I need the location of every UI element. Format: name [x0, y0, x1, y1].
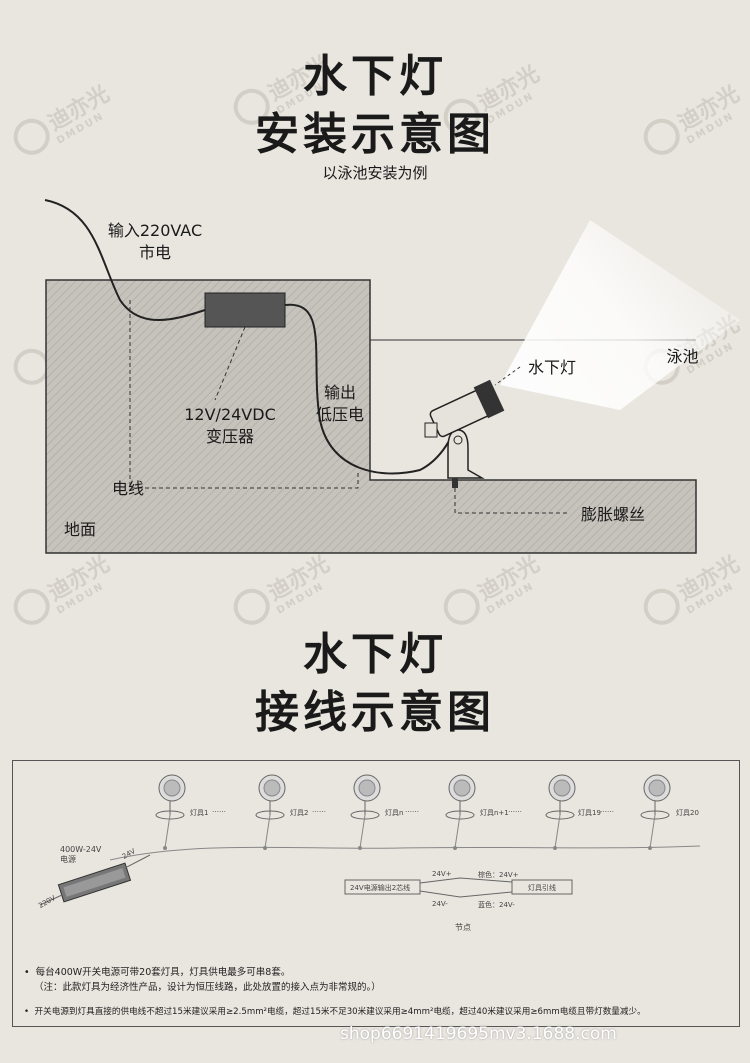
lamp-label: 水下灯 [527, 358, 576, 377]
ground-block [45, 279, 697, 554]
wire-label: 电线 [111, 479, 144, 498]
light-beam [500, 220, 740, 410]
node-caption: 节点 [455, 923, 471, 932]
wiring-title-line2: 接线示意图 [255, 687, 495, 738]
install-title-line2: 安装示意图 [255, 109, 495, 160]
lamp-dots-2: …… [312, 806, 326, 814]
bolt-label: 膨胀螺丝 [580, 505, 645, 524]
install-subtitle: 以泳池安装为例 [322, 164, 428, 182]
lamp-figure [424, 379, 505, 488]
lamp-dots-19: …… [600, 806, 614, 814]
node-brown: 棕色：24V+ [478, 871, 519, 879]
bolt-pointer [454, 488, 570, 514]
node-blue: 蓝色：24V- [478, 901, 515, 909]
note-2: • 开关电源到灯具直接的供电线不超过15米建议采用≥2.5mm²电缆，超过15米… [24, 1007, 646, 1017]
transformer-pointer [214, 326, 246, 401]
lamp-label-2: 灯具2 [290, 809, 309, 817]
node-plus: 24V+ [432, 870, 452, 878]
lamp-label-19: 灯具19 [578, 809, 601, 817]
install-diagram [44, 199, 740, 554]
lamp-dots-n1: …… [508, 806, 522, 814]
pool-label: 泳池 [666, 347, 699, 366]
lamp-label-20: 灯具20 [676, 809, 699, 817]
wiring-title-line1: 水下灯 [303, 629, 447, 680]
output-label: 输出低压电 [315, 383, 364, 424]
lamp-label-1: 灯具1 [190, 809, 209, 817]
install-title-line1: 水下灯 [303, 51, 447, 102]
lamp-pointer [494, 366, 521, 386]
output-cable [284, 303, 456, 475]
node-right-label: 灯具引线 [528, 884, 556, 892]
footer-url: shop6691419695mv3.1688.com [340, 1024, 617, 1044]
lamp-dots-1: …… [212, 806, 226, 814]
note-1b: （注：此款灯具为经济性产品，设计为恒压线路，此处放置的接入点为非常规的。） [34, 982, 381, 993]
node-left-label: 24V电源输出2芯线 [350, 884, 411, 892]
node-minus: 24V- [432, 900, 448, 908]
input-cable [44, 199, 206, 321]
ground-label: 地面 [63, 520, 96, 539]
lamp-dots-n: …… [405, 806, 419, 814]
note-1: • 每台400W开关电源可带20套灯具，灯具供电最多可串8套。 [24, 967, 291, 978]
wire-dashed [129, 300, 359, 489]
lamp-label-n1: 灯具n+1 [480, 809, 509, 817]
transformer-box [204, 292, 286, 328]
lamp-label-n: 灯具n [385, 809, 404, 817]
